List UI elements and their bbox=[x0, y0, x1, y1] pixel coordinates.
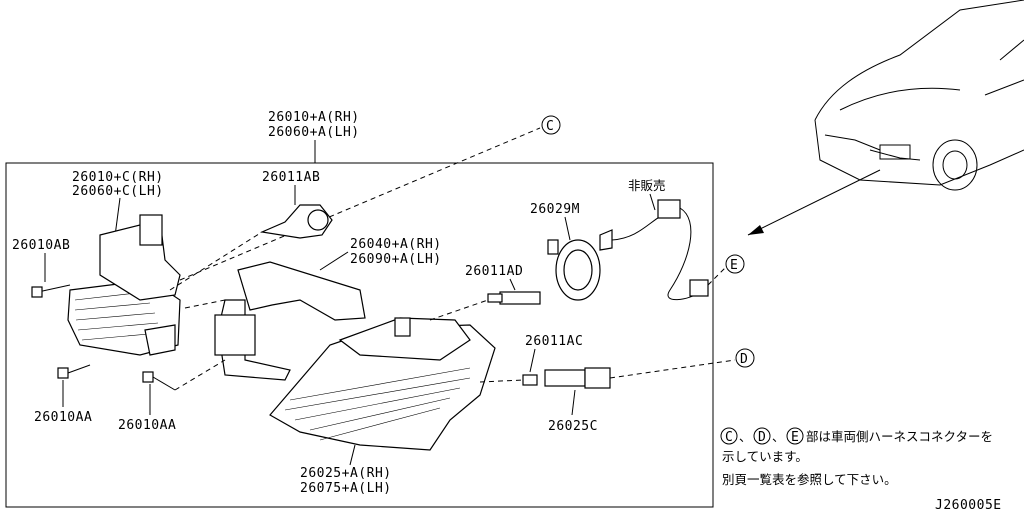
callout-c-label: C bbox=[546, 119, 554, 134]
label-gasket-rh: 26040+A(RH) bbox=[350, 237, 442, 252]
screw-26010aa-2 bbox=[142, 359, 226, 391]
label-screw-26010ab: 26010AB bbox=[12, 238, 70, 253]
label-gasket-lh: 26090+A(LH) bbox=[350, 252, 442, 267]
label-lens-lh: 26075+A(LH) bbox=[300, 481, 392, 496]
label-screw-26010aa-1: 26010AA bbox=[34, 410, 92, 425]
bulb-26011ac bbox=[479, 374, 538, 386]
socket-26025c bbox=[544, 367, 611, 389]
label-screw-26010aa-2: 26010AA bbox=[118, 418, 176, 433]
note-callout-e: E bbox=[791, 430, 799, 445]
label-bracket-rh: 26010+C(RH) bbox=[72, 170, 164, 185]
callout-e-circle bbox=[725, 254, 745, 274]
callout-c-circle bbox=[541, 115, 561, 135]
note-line2: 示しています。 bbox=[722, 449, 808, 464]
label-bulb-26011ab: 26011AB bbox=[262, 170, 320, 185]
label-not-for-sale: 非販売 bbox=[628, 178, 666, 193]
headlamp-lens bbox=[269, 317, 496, 451]
note-line3: 別頁一覧表を参照して下さい。 bbox=[722, 472, 897, 487]
callout-d-circle bbox=[735, 348, 755, 368]
bulb-26011ab bbox=[169, 204, 333, 291]
gasket-frame bbox=[184, 261, 366, 381]
pointer-arrow bbox=[747, 169, 881, 236]
callout-d-label: D bbox=[740, 352, 748, 367]
car-illustration bbox=[814, 0, 1024, 191]
label-lens-rh: 26025+A(RH) bbox=[300, 466, 392, 481]
diagram-id: J260005E bbox=[935, 498, 1002, 512]
note-sep-2: 、 bbox=[772, 429, 785, 444]
callout-e-label: E bbox=[730, 258, 738, 273]
bulb-26011ad bbox=[429, 291, 541, 321]
cap-26029m bbox=[547, 239, 601, 301]
label-headlamp-assy-rh: 26010+A(RH) bbox=[268, 110, 360, 125]
screw-26010aa-1 bbox=[57, 364, 91, 379]
fog-lamp-body bbox=[67, 214, 181, 356]
label-cap-26029m: 26029M bbox=[530, 202, 580, 217]
note-callout-d: D bbox=[758, 430, 766, 445]
label-bulb-26011ad: 26011AD bbox=[465, 264, 523, 279]
note-block: C 、 D 、 E 部は車両側ハーネスコネクターを 示しています。 別頁一覧表を… bbox=[720, 427, 993, 487]
screw-26010ab bbox=[31, 284, 71, 298]
note-callout-c: C bbox=[725, 430, 733, 445]
wiring-harness bbox=[599, 199, 709, 301]
label-bulb-26011ac: 26011AC bbox=[525, 334, 583, 349]
note-sep-1: 、 bbox=[739, 429, 752, 444]
label-headlamp-assy-lh: 26060+A(LH) bbox=[268, 125, 360, 140]
label-bracket-lh: 26060+C(LH) bbox=[72, 184, 164, 199]
note-line1: 部は車両側ハーネスコネクターを bbox=[806, 429, 993, 444]
assembly-frame bbox=[5, 162, 714, 508]
label-socket-26025c: 26025C bbox=[548, 419, 598, 434]
